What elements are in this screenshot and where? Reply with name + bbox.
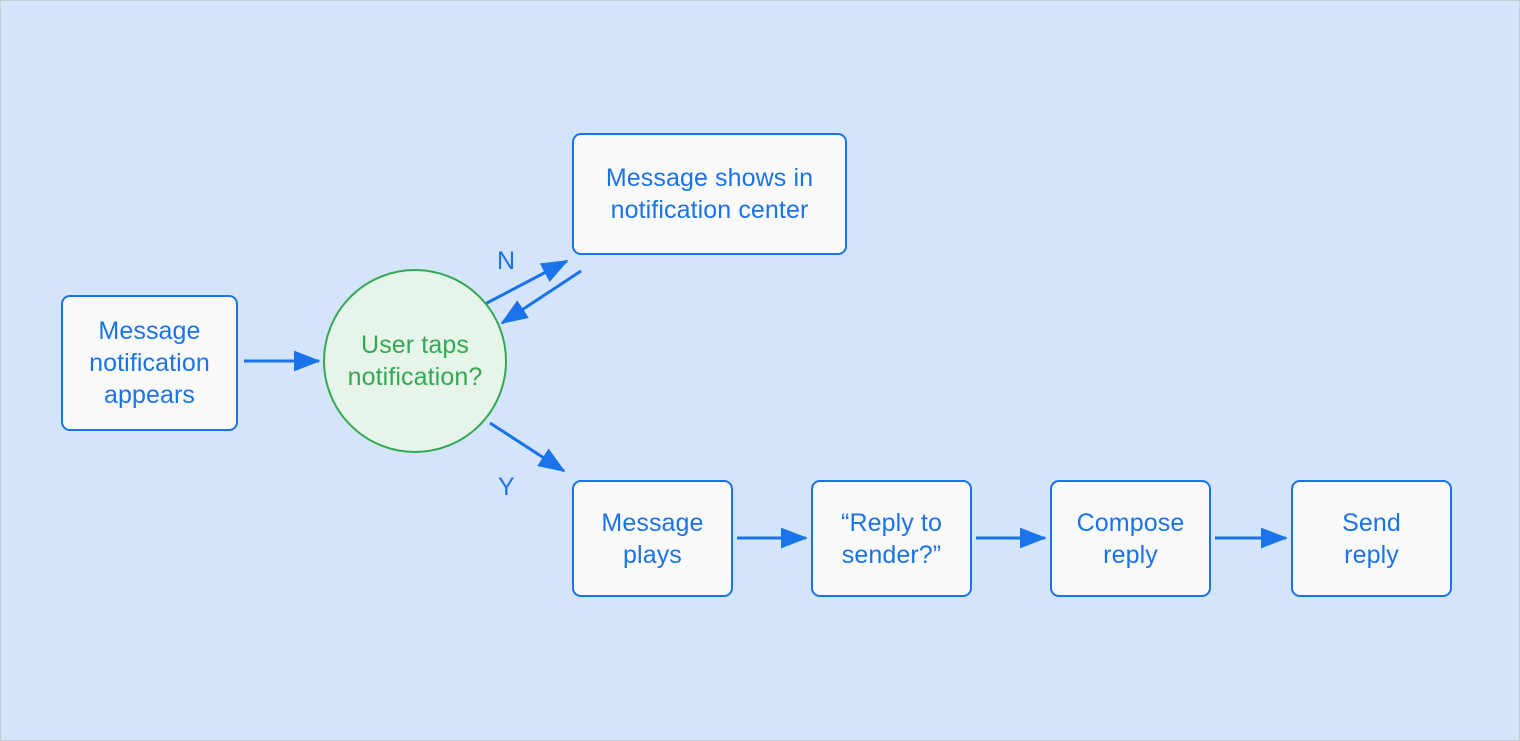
node-label: Send reply (1342, 508, 1401, 569)
connector-center-to-decision (500, 269, 582, 325)
node-send-reply[interactable]: Send reply (1291, 480, 1452, 597)
node-label: Message notification appears (89, 317, 210, 409)
node-user-taps-notification[interactable]: User taps notification? (323, 269, 507, 453)
edge-label-no: N (497, 247, 516, 275)
connector-decision-to-plays (489, 421, 566, 473)
node-label: “Reply to sender?” (841, 508, 942, 569)
node-message-notification-appears[interactable]: Message notification appears (61, 295, 238, 431)
node-message-plays[interactable]: Message plays (572, 480, 733, 597)
edge-label-yes: Y (498, 473, 515, 501)
node-message-shows-in-notification-center[interactable]: Message shows in notification center (572, 133, 847, 255)
node-label: Compose reply (1076, 508, 1185, 569)
node-compose-reply[interactable]: Compose reply (1050, 480, 1211, 597)
node-label: Message plays (601, 508, 704, 569)
node-label: User taps notification? (347, 331, 483, 391)
node-label: Message shows in notification center (605, 164, 814, 224)
node-reply-to-sender[interactable]: “Reply to sender?” (811, 480, 972, 597)
